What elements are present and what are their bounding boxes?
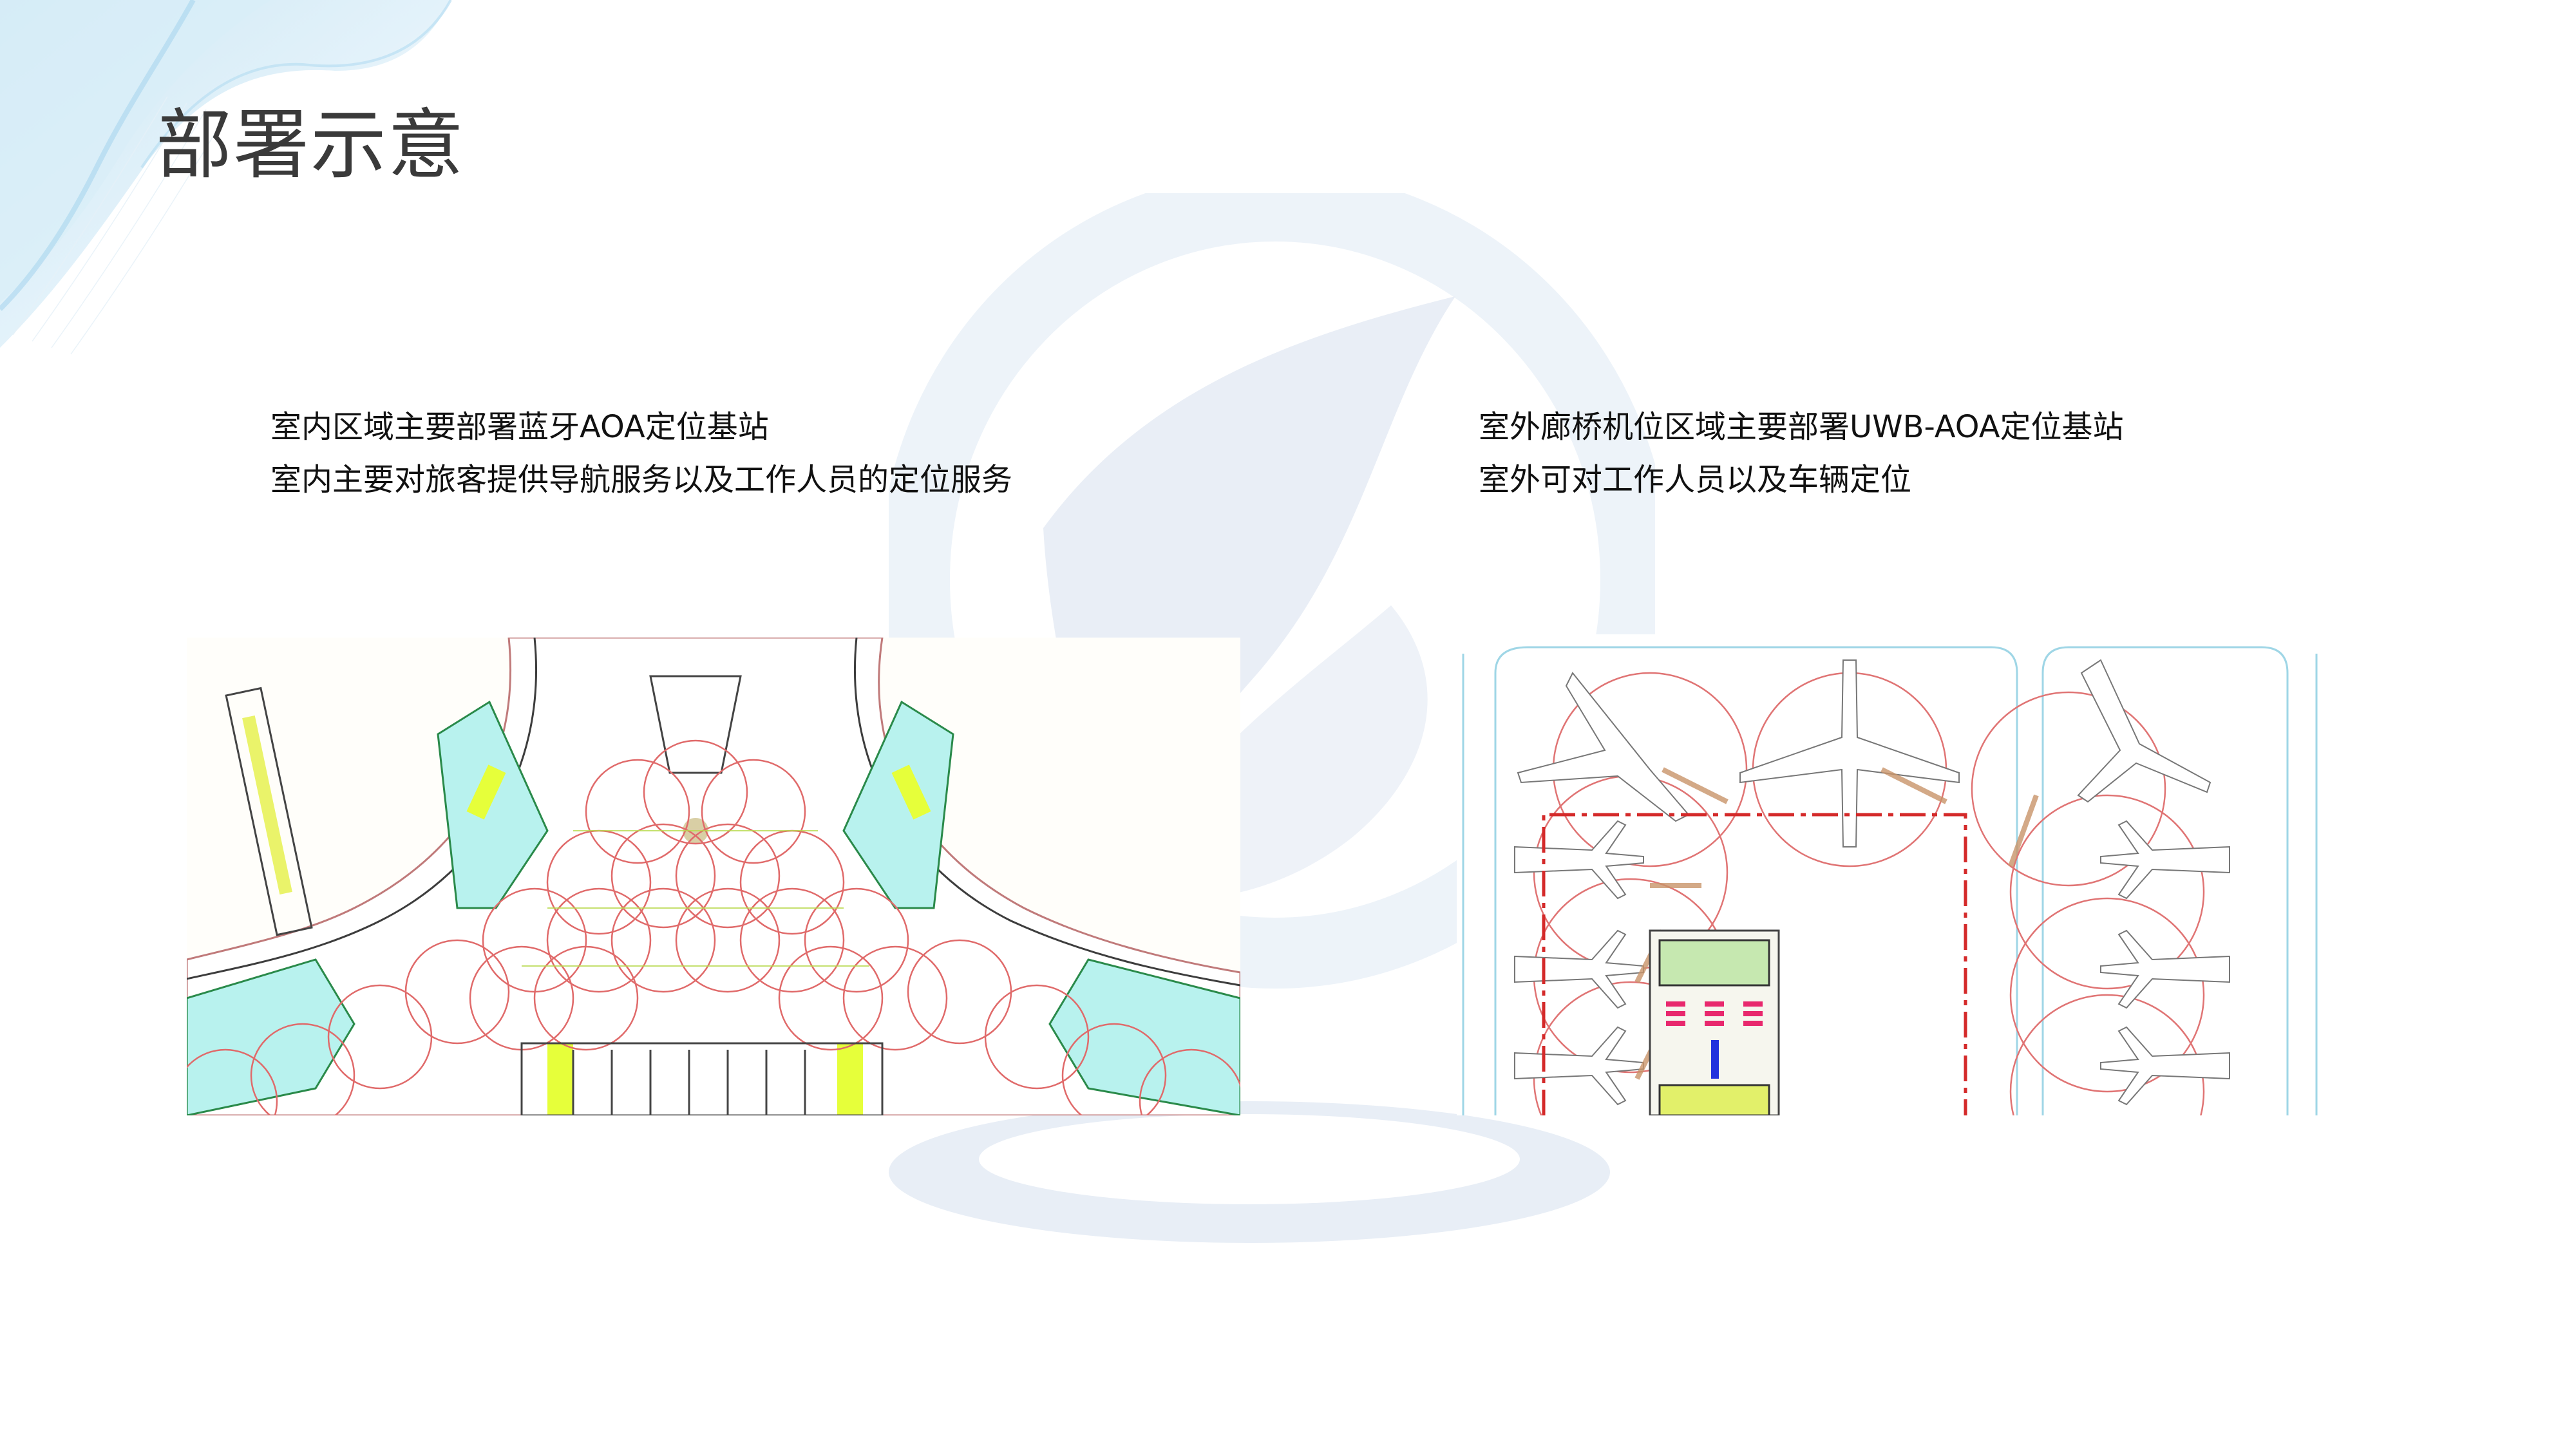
apron-gate-diagram-icon [1457, 634, 2326, 1115]
page-title: 部署示意 [156, 100, 466, 189]
indoor-floorplan-diagram-icon [187, 638, 1240, 1115]
outdoor-line-1: 室外廊桥机位区域主要部署UWB-AOA定位基站 [1479, 409, 2124, 445]
indoor-line-1: 室内区域主要部署蓝牙AOA定位基站 [270, 409, 769, 445]
outdoor-line-2: 室外可对工作人员以及车辆定位 [1479, 462, 1912, 498]
indoor-description: 室内区域主要部署蓝牙AOA定位基站 室内主要对旅客提供导航服务以及工作人员的定位… [270, 401, 1012, 506]
leaf-logo-watermark [889, 193, 1655, 1243]
outdoor-description: 室外廊桥机位区域主要部署UWB-AOA定位基站 室外可对工作人员以及车辆定位 [1479, 401, 2124, 506]
wave-swoosh-decoration [0, 0, 452, 355]
indoor-floorplan-image [187, 638, 1240, 1115]
indoor-line-2: 室内主要对旅客提供导航服务以及工作人员的定位服务 [270, 462, 1013, 498]
outdoor-apron-image [1457, 634, 2326, 1115]
